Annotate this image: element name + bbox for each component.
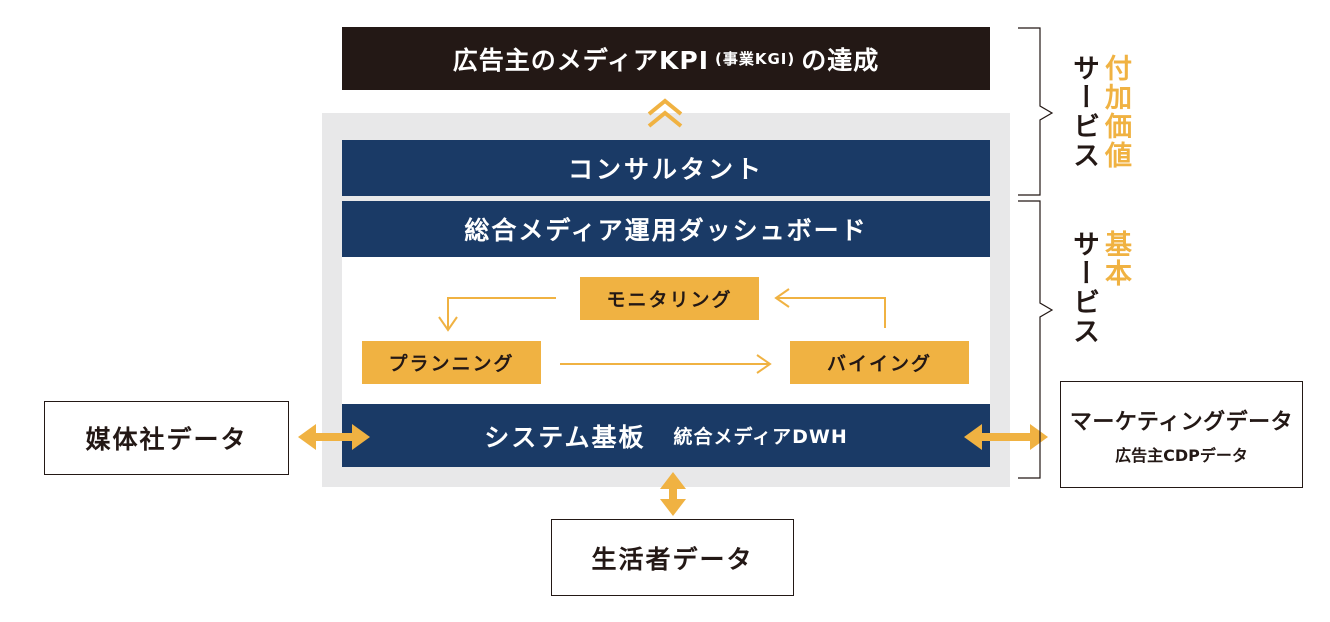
added-value-service-label: サービス xyxy=(1068,54,1099,170)
arrow-head-monitoring xyxy=(774,288,790,308)
basic-service-label: サービス xyxy=(1068,230,1099,346)
arrow-monitoring-to-planning xyxy=(447,297,556,330)
planning-label: プランニング xyxy=(388,353,515,375)
goal-banner-text-before: 広告主のメディアKPI xyxy=(452,45,709,75)
consumer-double-arrow-icon xyxy=(660,472,686,516)
bracket-icons xyxy=(1018,27,1054,479)
media-double-arrow-icon xyxy=(298,424,370,450)
monitoring-box: モニタリング xyxy=(580,277,759,320)
double-chevron-up-icon xyxy=(647,98,683,128)
media-data-label: 媒体社データ xyxy=(85,425,248,454)
cdp-data-label: 広告主CDPデータ xyxy=(1115,445,1248,465)
goal-banner-paren: (事業KGI) xyxy=(715,50,796,68)
dashboard-label: 総合メディア運用ダッシュボード xyxy=(464,216,868,245)
added-value-bracket xyxy=(1018,27,1054,196)
consultant-bar: コンサルタント xyxy=(342,140,990,196)
monitoring-label: モニタリング xyxy=(606,289,733,311)
cycle-arrows xyxy=(438,288,886,374)
arrow-buying-to-monitoring xyxy=(776,297,886,328)
consultant-label: コンサルタント xyxy=(567,155,764,184)
goal-banner-text-after: の達成 xyxy=(801,45,880,75)
buying-box: バイイング xyxy=(790,341,969,384)
system-bar: システム基板 統合メディアDWH xyxy=(342,404,990,467)
basic-bracket xyxy=(1018,200,1054,479)
consumer-data-label: 生活者データ xyxy=(591,544,754,574)
dashboard-bar: 総合メディア運用ダッシュボード xyxy=(342,201,990,257)
arrow-head-buying xyxy=(756,354,772,374)
marketing-data-box: マーケティングデータ 広告主CDPデータ xyxy=(1060,381,1303,488)
goal-banner: 広告主のメディアKPI (事業KGI) の達成 xyxy=(342,27,990,90)
media-data-box: 媒体社データ xyxy=(44,401,289,475)
arrow-head-planning xyxy=(438,316,458,332)
system-main-label: システム基板 xyxy=(484,422,646,452)
planning-box: プランニング xyxy=(362,341,541,384)
basic-label: 基本 xyxy=(1100,230,1131,288)
added-value-label: 付加価値 xyxy=(1100,54,1131,170)
system-sub-label: 統合メディアDWH xyxy=(673,426,848,448)
marketing-double-arrow-icon xyxy=(964,424,1048,450)
marketing-data-label: マーケティングデータ xyxy=(1069,409,1294,435)
buying-label: バイイング xyxy=(826,353,932,375)
consumer-data-box: 生活者データ xyxy=(551,519,794,596)
